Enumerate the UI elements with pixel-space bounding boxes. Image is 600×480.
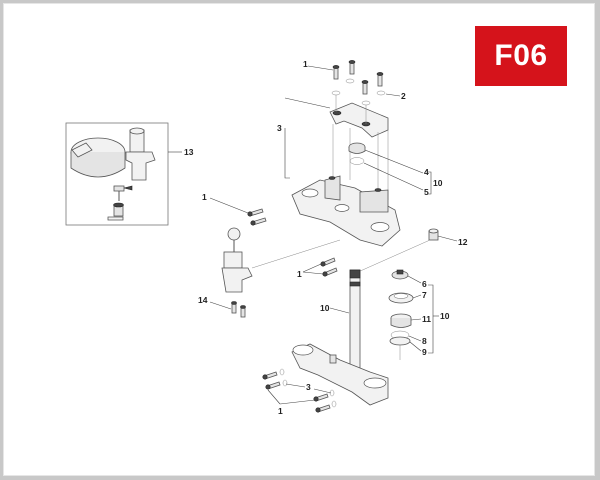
- lock-set-inset: [65, 122, 182, 226]
- callout-10-top: 10: [433, 178, 443, 188]
- callout-3-lower: 3: [306, 382, 311, 392]
- callout-13: 13: [184, 147, 194, 157]
- section-code-badge: F06: [475, 26, 567, 86]
- callout-1-lower: 1: [278, 406, 283, 416]
- callout-10-stem: 10: [320, 303, 330, 313]
- handlebar-clamp-upper: [329, 102, 389, 138]
- callout-2: 2: [401, 91, 406, 101]
- callout-1-mid: 1: [297, 269, 302, 279]
- callout-7: 7: [422, 290, 427, 300]
- side-bolts-middle: [320, 257, 338, 277]
- screws-14: [231, 301, 246, 318]
- callout-10-right: 10: [440, 311, 450, 321]
- callout-8: 8: [422, 336, 427, 346]
- plug-12: [428, 228, 458, 242]
- callout-3: 3: [277, 123, 282, 133]
- callout-12: 12: [458, 237, 468, 247]
- callout-1-side: 1: [202, 192, 207, 202]
- steering-stem: [349, 269, 361, 371]
- upper-triple-clamp: [291, 175, 401, 247]
- bearing-stack: [388, 269, 414, 346]
- callout-labels: 1 2 3 13 4 10 5 1 12 1 6 7 14 10 10 11 8…: [184, 59, 468, 416]
- ignition-switch: [221, 227, 253, 293]
- callout-5: 5: [424, 187, 429, 197]
- side-bolts-upper: [247, 208, 267, 226]
- top-bolts: [331, 60, 386, 106]
- lower-bolts: [262, 368, 337, 413]
- callout-1: 1: [303, 59, 308, 69]
- callout-11: 11: [422, 314, 431, 324]
- callout-9: 9: [422, 347, 427, 357]
- lower-triple-clamp: [291, 343, 389, 406]
- steering-nut: [348, 142, 366, 165]
- callout-14: 14: [198, 295, 208, 305]
- callout-6: 6: [422, 279, 427, 289]
- callout-4: 4: [424, 167, 429, 177]
